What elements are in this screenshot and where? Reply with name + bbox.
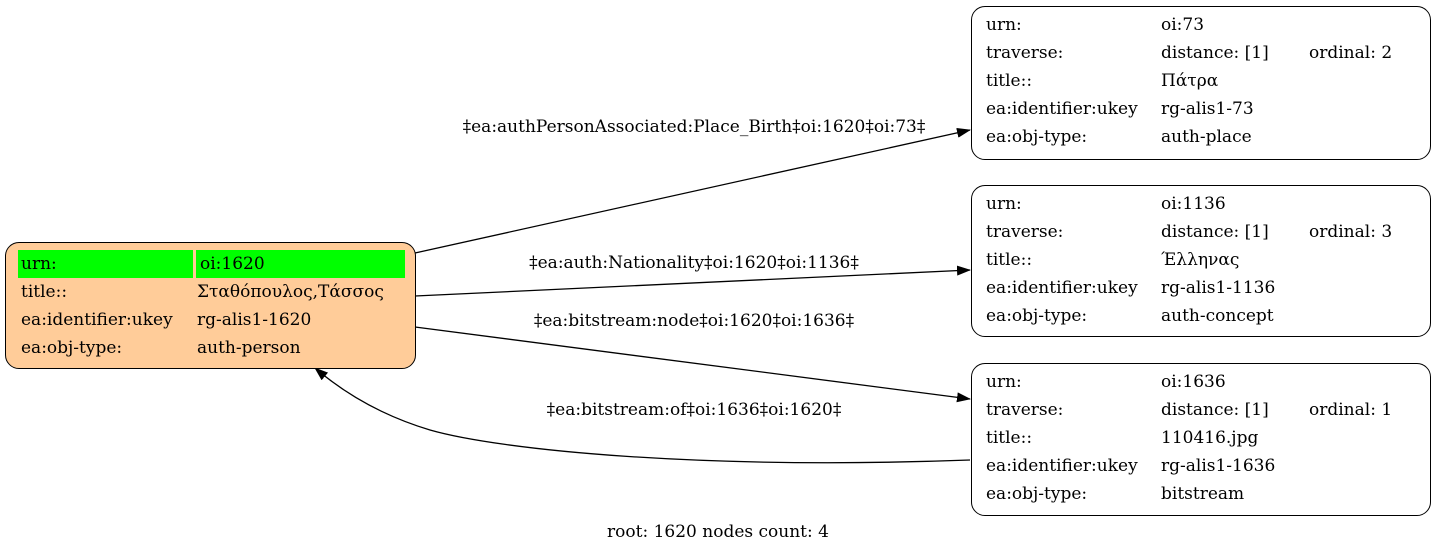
row-key: title:: bbox=[986, 250, 1033, 270]
row-value: oi:1136 bbox=[1161, 194, 1226, 214]
row-value: auth-person bbox=[197, 338, 301, 358]
edge-bitstream-node bbox=[414, 326, 971, 403]
edge-bitstream-of bbox=[314, 367, 971, 464]
row-value: Έλληνας bbox=[1161, 250, 1240, 270]
row-value: 110416.jpg bbox=[1161, 428, 1259, 448]
row-value: rg-alis1-1620 bbox=[197, 310, 312, 330]
row-key: ea:identifier:ukey bbox=[986, 456, 1138, 476]
node-row-ukey: ea:identifier:ukey rg-alis1-73 bbox=[986, 95, 1416, 123]
row-key: title:: bbox=[21, 282, 68, 302]
node-oi-1136[interactable]: urn: oi:1136 traverse: distance: [1] ord… bbox=[971, 185, 1431, 337]
row-key: ea:obj-type: bbox=[986, 306, 1088, 326]
row-key: traverse: bbox=[986, 400, 1064, 420]
node-row-urn: urn: oi:1620 bbox=[18, 250, 405, 278]
row-value: Πάτρα bbox=[1161, 71, 1219, 91]
row-key: urn: bbox=[986, 372, 1022, 392]
node-row-urn: urn: oi:1636 bbox=[986, 368, 1416, 396]
edge-label-birth: ‡ea:authPersonAssociated:Place_Birth‡oi:… bbox=[463, 117, 926, 137]
row-key: traverse: bbox=[986, 43, 1064, 63]
node-row-urn: urn: oi:1136 bbox=[986, 190, 1416, 218]
row-key: urn: bbox=[986, 15, 1022, 35]
row-key: urn: bbox=[986, 194, 1022, 214]
row-value: oi:73 bbox=[1161, 15, 1205, 35]
row-value: auth-concept bbox=[1161, 306, 1274, 326]
row-distance: distance: [1] bbox=[1161, 43, 1269, 63]
row-value: rg-alis1-1136 bbox=[1161, 278, 1276, 298]
row-key: urn: bbox=[18, 250, 193, 278]
row-value: rg-alis1-73 bbox=[1161, 99, 1254, 119]
edge-nationality bbox=[414, 265, 971, 297]
row-value: bitstream bbox=[1161, 484, 1245, 504]
row-key: ea:obj-type: bbox=[986, 484, 1088, 504]
row-key: ea:obj-type: bbox=[21, 338, 123, 358]
node-root[interactable]: urn: oi:1620 title:: Σταθόπουλος,Τάσσος … bbox=[5, 242, 416, 369]
edge-label-nationality: ‡ea:auth:Nationality‡oi:1620‡oi:1136‡ bbox=[529, 253, 859, 273]
node-row-title: title:: Πάτρα bbox=[986, 67, 1416, 95]
row-key: ea:obj-type: bbox=[986, 127, 1088, 147]
row-key: title:: bbox=[986, 71, 1033, 91]
row-value: oi:1636 bbox=[1161, 372, 1226, 392]
node-row-ukey: ea:identifier:ukey rg-alis1-1620 bbox=[18, 306, 403, 334]
node-oi-1636[interactable]: urn: oi:1636 traverse: distance: [1] ord… bbox=[971, 363, 1431, 516]
node-row-title: title:: Σταθόπουλος,Τάσσος bbox=[18, 278, 403, 306]
edge-label-bitstream-node: ‡ea:bitstream:node‡oi:1620‡oi:1636‡ bbox=[534, 311, 855, 331]
node-oi-73[interactable]: urn: oi:73 traverse: distance: [1] ordin… bbox=[971, 6, 1431, 160]
edge-label-bitstream-of: ‡ea:bitstream:of‡oi:1636‡oi:1620‡ bbox=[547, 400, 842, 420]
node-row-traverse: traverse: distance: [1] ordinal: 1 bbox=[986, 396, 1416, 424]
node-row-type: ea:obj-type: auth-concept bbox=[986, 302, 1416, 330]
row-value: Σταθόπουλος,Τάσσος bbox=[197, 282, 384, 302]
row-key: ea:identifier:ukey bbox=[986, 278, 1138, 298]
row-ordinal: ordinal: 2 bbox=[1309, 43, 1393, 63]
row-key: ea:identifier:ukey bbox=[986, 99, 1138, 119]
row-distance: distance: [1] bbox=[1161, 400, 1269, 420]
node-row-type: ea:obj-type: auth-place bbox=[986, 123, 1416, 151]
node-row-type: ea:obj-type: bitstream bbox=[986, 480, 1416, 508]
row-value: rg-alis1-1636 bbox=[1161, 456, 1276, 476]
node-row-urn: urn: oi:73 bbox=[986, 11, 1416, 39]
row-key: traverse: bbox=[986, 222, 1064, 242]
row-value: oi:1620 bbox=[196, 250, 405, 278]
node-row-traverse: traverse: distance: [1] ordinal: 3 bbox=[986, 218, 1416, 246]
node-row-ukey: ea:identifier:ukey rg-alis1-1136 bbox=[986, 274, 1416, 302]
node-row-title: title:: 110416.jpg bbox=[986, 424, 1416, 452]
row-distance: distance: [1] bbox=[1161, 222, 1269, 242]
row-value: auth-place bbox=[1161, 127, 1252, 147]
row-ordinal: ordinal: 3 bbox=[1309, 222, 1393, 242]
edge-birth bbox=[414, 127, 971, 254]
node-row-type: ea:obj-type: auth-person bbox=[18, 334, 403, 362]
graph-footer: root: 1620 nodes count: 4 bbox=[607, 522, 829, 542]
node-row-ukey: ea:identifier:ukey rg-alis1-1636 bbox=[986, 452, 1416, 480]
node-row-title: title:: Έλληνας bbox=[986, 246, 1416, 274]
node-row-traverse: traverse: distance: [1] ordinal: 2 bbox=[986, 39, 1416, 67]
row-key: title:: bbox=[986, 428, 1033, 448]
row-key: ea:identifier:ukey bbox=[21, 310, 173, 330]
row-ordinal: ordinal: 1 bbox=[1309, 400, 1393, 420]
